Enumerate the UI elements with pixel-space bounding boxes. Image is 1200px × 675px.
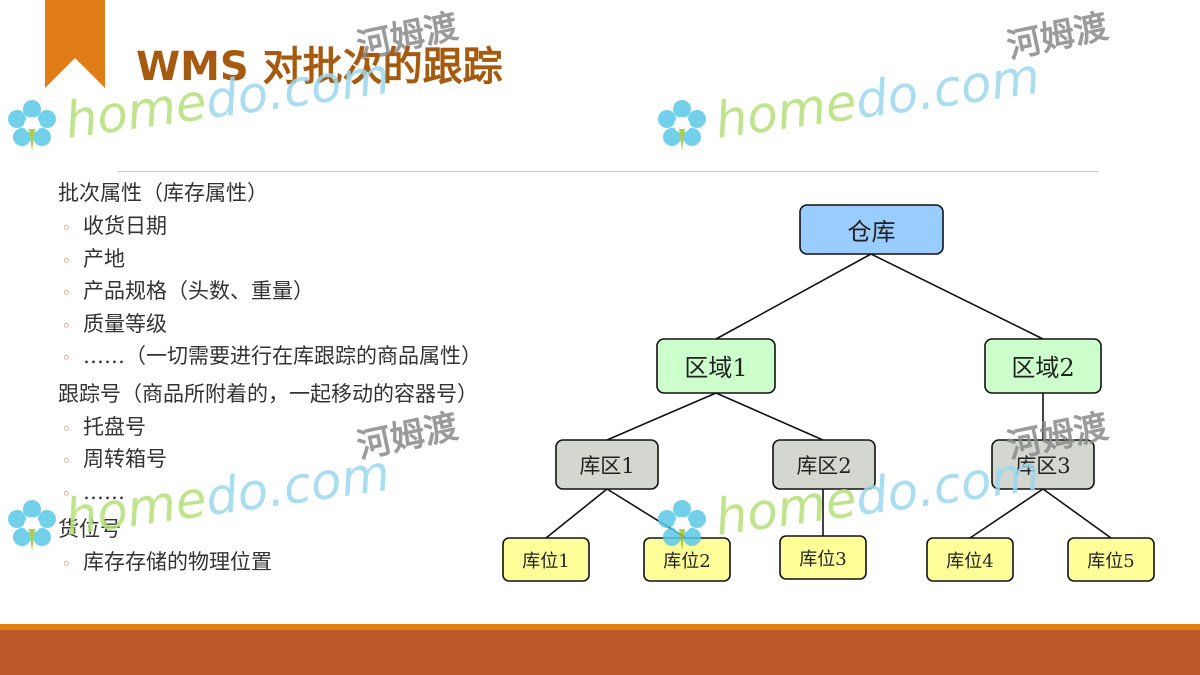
node-location-4: 库位4 <box>926 537 1014 582</box>
svg-text:区域2: 区域2 <box>1011 354 1074 382</box>
title-divider <box>118 171 1098 172</box>
footer-accent-bar <box>0 624 1200 630</box>
sub-bullet: ◦产地 <box>62 246 125 271</box>
sub-bullet: ◦托盘号 <box>62 414 146 439</box>
svg-text:库位1: 库位1 <box>522 551 569 572</box>
bullet-location-number: 货位号 <box>58 517 121 541</box>
node-area-1: 库区1 <box>555 439 659 490</box>
bullet-tracking-number: 跟踪号（商品所附着的，一起移动的容器号） <box>58 381 478 406</box>
svg-text:库位5: 库位5 <box>1087 551 1134 572</box>
node-area-2: 库区2 <box>772 439 876 490</box>
corner-flag <box>45 0 105 88</box>
sub-bullet: ◦库存存储的物理位置 <box>62 550 272 574</box>
node-zone-2: 区域2 <box>984 338 1102 394</box>
connectors <box>545 253 1112 539</box>
node-location-1: 库位1 <box>502 537 590 582</box>
node-zone-1: 区域1 <box>656 338 776 394</box>
node-location-2: 库位2 <box>643 537 731 582</box>
svg-text:库区2: 库区2 <box>796 454 851 478</box>
bullet-list: 批次属性（库存属性） ◦收货日期 ◦产地 ◦产品规格（头数、重量） ◦质量等级 … <box>58 176 482 579</box>
sub-bullet: ◦……（一切需要进行在库跟踪的商品属性） <box>62 344 482 368</box>
svg-text:仓库: 仓库 <box>848 218 896 246</box>
svg-text:库位2: 库位2 <box>663 551 710 572</box>
node-location-5: 库位5 <box>1067 537 1155 582</box>
bullet-batch-attributes: 批次属性（库存属性） <box>58 181 268 205</box>
svg-text:库位3: 库位3 <box>799 549 846 570</box>
slide-title: WMS 对批次的跟踪 <box>136 44 503 90</box>
svg-text:库区3: 库区3 <box>1015 454 1070 478</box>
sub-bullet: ◦…… <box>62 479 125 504</box>
svg-text:库区1: 库区1 <box>579 454 634 478</box>
svg-text:库位4: 库位4 <box>946 551 993 572</box>
footer-bar <box>0 630 1200 675</box>
node-area-3: 库区3 <box>991 439 1095 490</box>
svg-text:区域1: 区域1 <box>684 354 747 382</box>
sub-bullet: ◦收货日期 <box>62 214 167 238</box>
sub-bullet: ◦质量等级 <box>62 311 167 336</box>
node-location-3: 库位3 <box>779 535 867 580</box>
sub-bullet: ◦产品规格（头数、重量） <box>62 279 314 303</box>
node-root: 仓库 <box>799 204 944 255</box>
sub-bullet: ◦周转箱号 <box>62 447 167 471</box>
